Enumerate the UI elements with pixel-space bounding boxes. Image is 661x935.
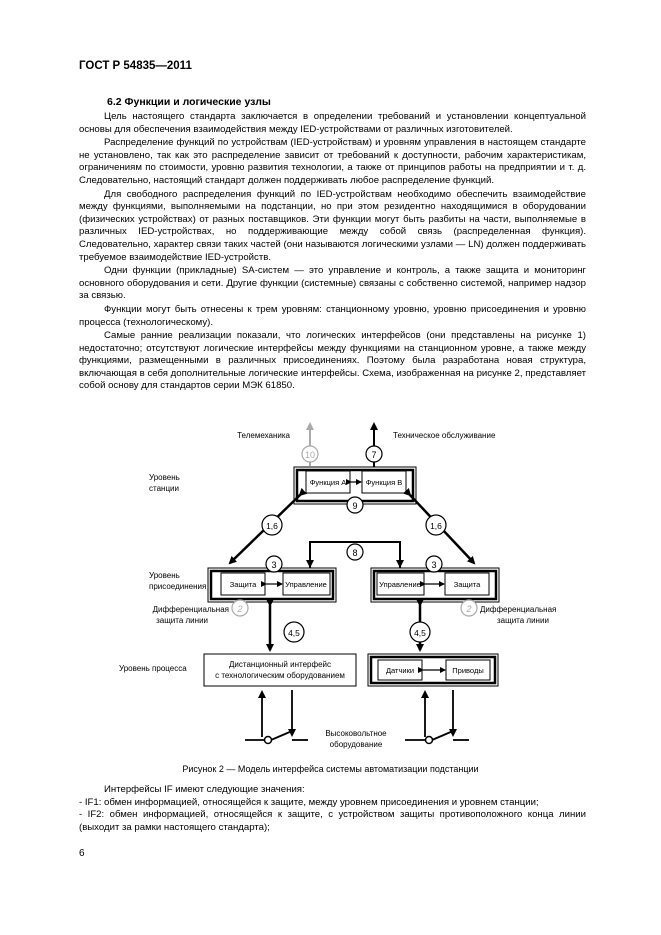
telemechanics-label: Телемеханика xyxy=(237,431,290,440)
svg-text:9: 9 xyxy=(352,501,357,511)
control-left-box xyxy=(282,572,331,596)
interface-2-right-circle xyxy=(460,599,478,617)
svg-text:Управление: Управление xyxy=(285,580,327,589)
paragraph: Распределение функций по устройствам (IE… xyxy=(79,137,586,186)
interface-8-circle xyxy=(346,543,364,561)
svg-text:Датчики: Датчики xyxy=(386,666,414,675)
interface-10-circle xyxy=(301,445,319,463)
protection-right-box xyxy=(444,572,490,596)
paragraph: Самые ранние реализации показали, что ло… xyxy=(79,330,586,392)
drives-box xyxy=(445,659,491,681)
interface-list: Интерфейсы IF имеют следующие значения: … xyxy=(79,784,586,834)
svg-text:4,5: 4,5 xyxy=(288,628,300,638)
list-item: - IF2: обмен информацией, относящейся к … xyxy=(79,809,586,833)
if-8-connector xyxy=(309,541,401,568)
hv-switch-right xyxy=(424,735,434,745)
interface-3-left-circle xyxy=(265,555,283,573)
svg-text:Защита: Защита xyxy=(230,580,257,589)
svg-text:7: 7 xyxy=(371,450,376,460)
paragraph: Функции могут быть отнесены к трем уровн… xyxy=(79,303,586,328)
svg-text:1,6: 1,6 xyxy=(430,521,442,531)
svg-text:Защита: Защита xyxy=(454,580,481,589)
document-header: ГОСТ Р 54835—2011 xyxy=(79,60,192,72)
svg-text:Приводы: Приводы xyxy=(452,666,483,675)
svg-text:4,5: 4,5 xyxy=(414,628,426,638)
function-a-label: Функция А xyxy=(310,478,347,487)
interface-9-circle xyxy=(346,496,364,514)
interface-2-left-circle xyxy=(231,599,249,617)
svg-text:3: 3 xyxy=(271,560,276,570)
list-item: - IF1: обмен информацией, относящейся к … xyxy=(79,796,539,808)
paragraph: Для свободного распределения функций по … xyxy=(79,188,586,263)
function-b-label: Функция В xyxy=(366,478,403,487)
interface-4-5-right-circle xyxy=(409,621,431,643)
svg-text:Управление: Управление xyxy=(379,580,421,589)
paragraph: Одни функции (прикладные) SA-систем — эт… xyxy=(79,265,586,302)
interface-1-6-left-circle xyxy=(261,514,283,536)
svg-text:3: 3 xyxy=(431,560,436,570)
section-title: 6.2 Функции и логические узлы xyxy=(107,96,271,108)
interface-3-right-circle xyxy=(425,555,443,573)
page-number: 6 xyxy=(79,848,85,859)
interface-1-6-right-circle xyxy=(425,514,447,536)
process-level-label: Уровень процесса xyxy=(119,664,187,673)
function-b-box xyxy=(361,470,407,494)
interface-7-circle xyxy=(365,445,383,463)
hv-switch-left xyxy=(263,735,273,745)
svg-text:8: 8 xyxy=(352,548,357,558)
maintenance-label: Техническое обслуживание xyxy=(393,431,496,440)
remote-interface-box xyxy=(203,653,357,687)
paragraph: Цель настоящего стандарта заключается в … xyxy=(79,111,586,135)
list-intro: Интерфейсы IF имеют следующие значения: xyxy=(104,784,305,795)
interface-4-5-left-circle xyxy=(283,621,305,643)
body-text: Цель настоящего стандарта заключается в … xyxy=(79,111,586,394)
svg-text:10: 10 xyxy=(305,450,315,460)
figure-caption: Рисунок 2 — Модель интерфейса системы ав… xyxy=(182,764,479,774)
svg-text:1,6: 1,6 xyxy=(266,521,278,531)
svg-text:2: 2 xyxy=(236,604,242,614)
svg-text:2: 2 xyxy=(465,604,471,614)
